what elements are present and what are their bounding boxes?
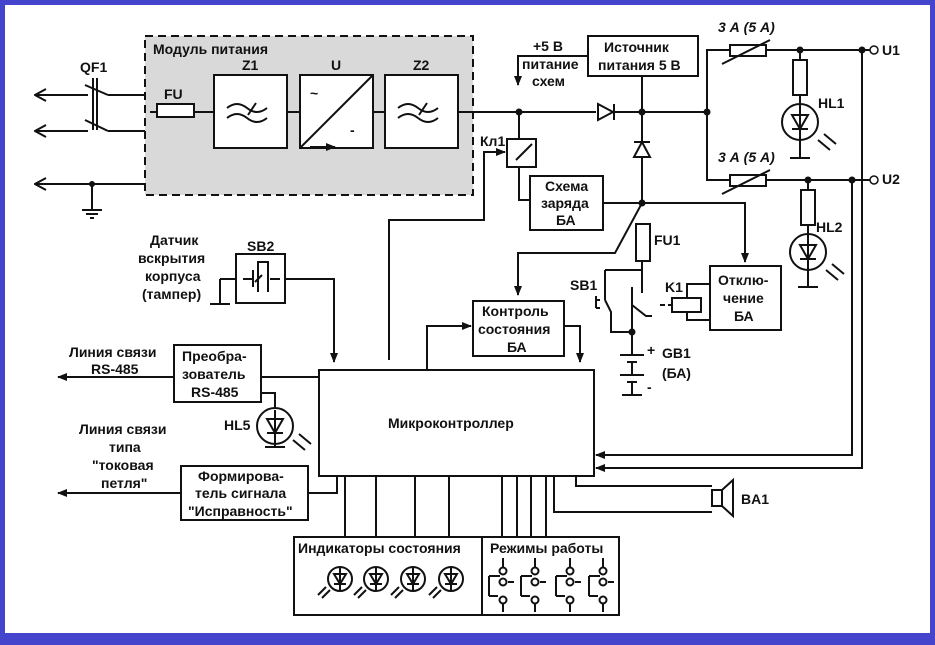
charger-line1: Схема xyxy=(545,178,588,194)
signal-former-box xyxy=(180,465,309,521)
filter-z1-icon xyxy=(226,102,268,123)
supply-5v-line2: питания 5 В xyxy=(598,57,681,73)
relay-k1 xyxy=(671,297,702,313)
filter-z2-icon xyxy=(397,102,439,123)
indicators-label: Индикаторы состояния xyxy=(298,540,461,556)
tamper-line4: (тампер) xyxy=(142,286,201,302)
fuse-rating-2: 3 А (5 А) xyxy=(718,149,775,165)
supply-out-line2: питание xyxy=(522,56,579,72)
disconnect-line1: Отклю- xyxy=(718,272,769,288)
monitor-box xyxy=(472,300,565,357)
fuse-fu xyxy=(156,103,195,118)
disconnect-line3: БА xyxy=(734,308,754,324)
k1-label: K1 xyxy=(665,279,683,295)
power-module-title: Модуль питания xyxy=(153,41,268,57)
led-hl2-label: HL2 xyxy=(816,219,843,235)
buzzer xyxy=(711,489,723,507)
rs485-line3: RS-485 xyxy=(191,384,239,400)
supply-5v-line1: Источник xyxy=(604,39,670,55)
battery-minus: - xyxy=(647,379,652,395)
sb1-label: SB1 xyxy=(570,277,597,293)
supply-out-line1: +5 В xyxy=(533,38,563,54)
fuse-fu1-label: FU1 xyxy=(654,232,681,248)
loop-line1: Линия связи xyxy=(79,421,167,437)
rs485-line1: Преобра- xyxy=(182,348,247,364)
diode xyxy=(597,102,616,122)
key-label: Кл1 xyxy=(480,133,505,149)
loop-line2: типа xyxy=(109,439,141,455)
battery-sub: (БА) xyxy=(662,365,691,381)
rs485-line-label1: Линия связи xyxy=(69,344,157,360)
diode-2 xyxy=(632,139,652,158)
fuse-fu-label: FU xyxy=(164,86,183,102)
tamper-name: SB2 xyxy=(247,238,274,254)
converter-dc: - xyxy=(350,122,355,138)
battery-gb1 xyxy=(620,350,644,396)
led-hl5-label: HL5 xyxy=(224,417,251,433)
disconnect-box xyxy=(709,265,782,331)
modes-label: Режимы работы xyxy=(490,540,603,556)
rs485-line-label2: RS-485 xyxy=(91,361,139,377)
output-u2: U2 xyxy=(882,171,900,187)
block-diagram: Модуль питания FU Z1 U ~ - Z2 QF1 Источн… xyxy=(5,19,900,616)
rs485-line2: зователь xyxy=(182,366,246,382)
filter-z2 xyxy=(384,74,459,149)
monitor-line2: состояния xyxy=(478,321,550,337)
indicator-leds xyxy=(317,566,464,599)
fuse-rating-1: 3 А (5 А) xyxy=(718,19,775,35)
disconnect-line2: чение xyxy=(723,290,764,306)
rs485-box xyxy=(173,344,262,403)
charger-box xyxy=(529,175,604,231)
battery-plus: + xyxy=(647,342,655,358)
supply-5v-box xyxy=(587,35,699,77)
charger-line3: БА xyxy=(556,212,576,228)
mode-switches[interactable] xyxy=(488,558,614,612)
converter-ac: ~ xyxy=(310,85,318,101)
signal-former-line3: "Исправность" xyxy=(188,503,293,519)
monitor-line1: Контроль xyxy=(482,303,549,319)
mcu-label: Микроконтроллер xyxy=(388,415,514,431)
battery-name: GB1 xyxy=(662,345,691,361)
fuse-fu1 xyxy=(635,223,651,262)
loop-line3: "токовая xyxy=(92,457,154,473)
filter-z2-label: Z2 xyxy=(413,57,430,73)
monitor-line3: БА xyxy=(507,339,527,355)
tamper-line3: корпуса xyxy=(145,268,201,284)
buzzer-label: BA1 xyxy=(741,491,769,507)
charger-line2: заряда xyxy=(541,195,589,211)
supply-out-line3: схем xyxy=(532,73,565,89)
led-hl1-label: HL1 xyxy=(818,95,845,111)
breaker-label: QF1 xyxy=(80,59,107,75)
diagram-canvas: Модуль питания FU Z1 U ~ - Z2 QF1 Источн… xyxy=(5,5,930,633)
mcu-box xyxy=(318,369,595,477)
filter-z1-label: Z1 xyxy=(242,57,259,73)
tamper-line2: вскрытия xyxy=(138,250,205,266)
loop-line4: петля" xyxy=(101,475,147,491)
signal-former-line2: тель сигнала xyxy=(195,485,286,501)
signal-former-line1: Формирова- xyxy=(198,468,284,484)
output-u1: U1 xyxy=(882,42,900,58)
converter-u-label: U xyxy=(331,57,341,73)
tamper-line1: Датчик xyxy=(150,232,199,248)
